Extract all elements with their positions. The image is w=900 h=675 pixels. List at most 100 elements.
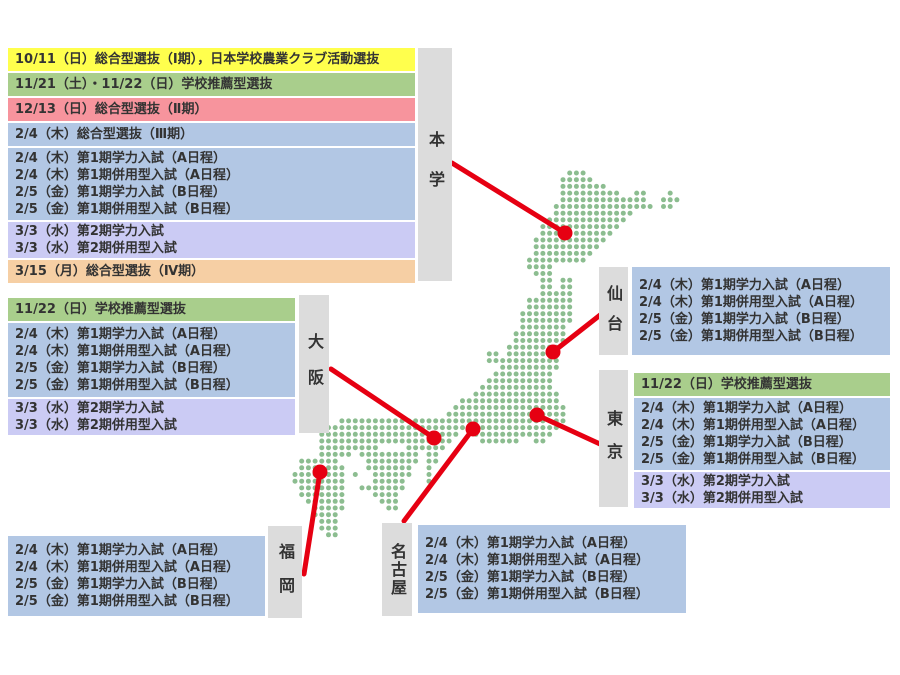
map-line-tokyo [534,412,603,447]
map-dot [372,451,378,457]
map-dot [319,451,325,457]
map-dot [500,391,506,397]
map-dot [573,170,579,176]
map-dot [426,458,432,464]
map-line-hongaku [449,160,568,236]
map-dot [567,304,573,310]
map-dot [326,505,331,511]
schedule-entry: 2/4（木）第1期学力入試（A日程） [15,151,226,166]
map-dot [372,492,378,498]
map-dot [332,425,338,431]
map-dot [319,512,325,518]
schedule-entry: 3/3（水）第2期学力入試 [15,401,164,416]
map-dot [547,431,553,437]
map-dot [413,458,419,464]
map-dot [567,311,573,317]
map-dot [513,338,519,343]
map-dot [527,264,532,270]
map-dot [446,425,452,431]
map-dot [520,338,526,343]
map-dot [560,177,566,183]
map-marker-fukuoka [312,464,328,480]
map-dot [533,358,539,364]
schedule-entry: 11/22（日）学校推薦型選抜 [15,302,186,317]
map-dot [493,384,499,390]
map-dot [372,458,378,464]
schedule-entry: 2/4（木）第1期学力入試（A日程） [15,543,226,558]
map-dot [486,398,492,404]
schedule-box-hongaku: 10/11（日）総合型選抜（Ⅰ期），日本学校農業クラブ活動選抜 11/21（土）… [8,48,415,285]
map-dot [379,425,385,431]
map-dot [527,324,532,330]
map-dot [326,532,331,538]
map-dot [326,431,331,437]
map-dot [547,244,553,250]
map-dot [540,324,546,330]
map-dot [674,197,680,203]
map-dot [393,451,398,457]
map-dot [506,371,512,377]
map-dot [433,451,439,457]
map-dot [346,445,352,451]
map-dot [413,451,419,457]
map-dot [346,451,352,457]
map-dot [527,344,532,350]
map-dot [366,438,372,444]
map-dot [326,438,331,444]
schedule-entry: 2/4（木）第1期学力入試（A日程） [425,536,636,551]
map-dot [560,405,566,410]
map-dot [573,190,579,196]
map-dot [547,358,553,364]
map-dot [332,512,338,518]
map-dot [433,425,439,431]
map-dot [506,391,512,397]
map-dot [560,331,566,337]
map-dot [540,237,546,243]
location-label-fukuoka: 福岡 [268,526,302,618]
map-dot [513,431,519,437]
map-dot [527,257,532,263]
map-dot [346,431,352,437]
map-dot [540,250,546,256]
map-dot [506,411,512,417]
map-dot [533,425,539,431]
map-dot [453,418,459,424]
map-dot [553,217,559,223]
map-dot [366,425,372,431]
map-dot [493,431,499,437]
schedule-row: 10/11（日）総合型選抜（Ⅰ期），日本学校農業クラブ活動選抜 [8,48,415,71]
map-dot [513,418,519,424]
map-dot [359,438,365,444]
map-dot [527,405,532,410]
map-dot [540,311,546,317]
map-dot [386,425,392,431]
map-dot [379,478,385,484]
map-dot [533,378,539,384]
map-dot [486,411,492,417]
map-dot [419,418,425,424]
schedule-entry: 3/3（水）第2期併用型入試 [15,241,177,256]
map-dot [393,458,398,464]
map-marker-nagoya [465,421,481,437]
map-dot [540,364,546,370]
map-dot [520,418,526,424]
map-dot [386,465,392,471]
map-dot [527,378,532,384]
map-dot [547,411,553,417]
map-dot [553,304,559,310]
map-dot [614,210,620,216]
map-dot [547,230,553,236]
map-dot [527,297,532,303]
map-dot [587,197,593,203]
map-dot [305,485,311,491]
map-dot [513,391,519,397]
map-dot [339,431,345,437]
map-dot [547,425,553,431]
map-dot [527,358,532,364]
map-dot [480,418,486,424]
map-dot [580,204,586,209]
map-dot [500,398,506,404]
map-dot [547,297,553,303]
map-dot [567,297,573,303]
map-dot [332,492,338,498]
